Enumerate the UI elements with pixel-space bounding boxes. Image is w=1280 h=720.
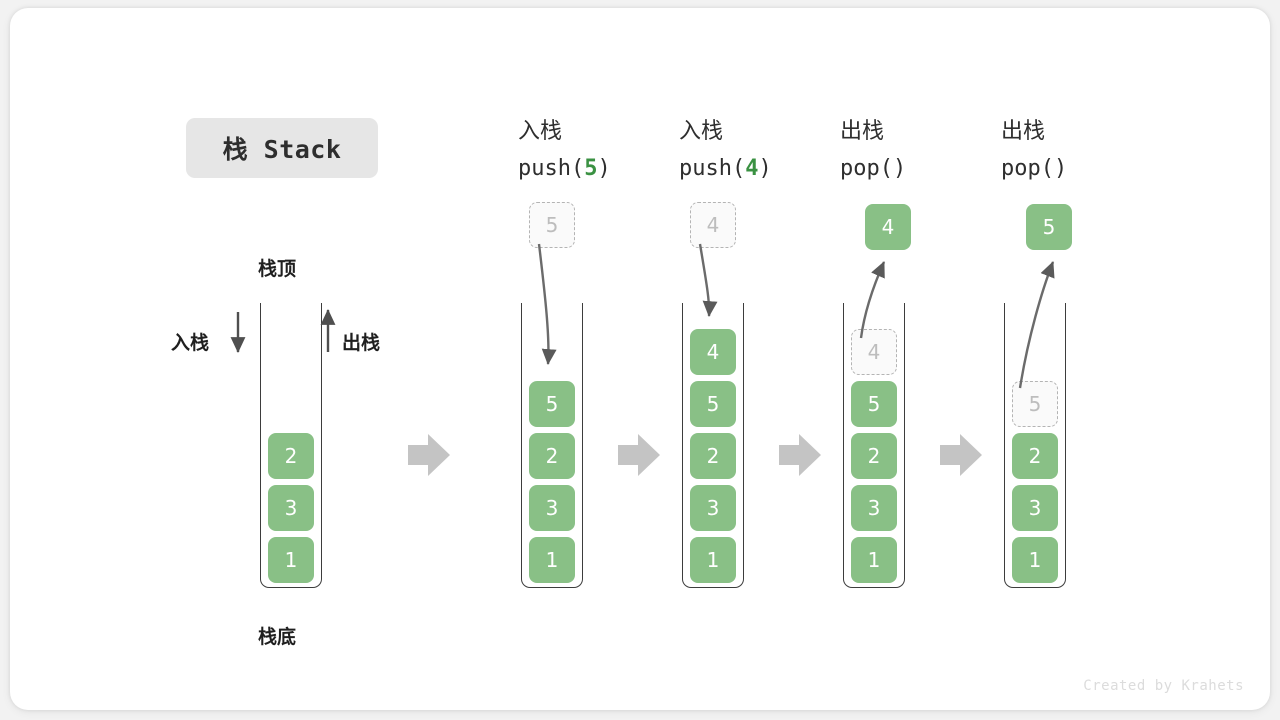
stack-cell-push-4-3: 3 — [690, 485, 736, 531]
stack-cell-push-4-5: 5 — [690, 381, 736, 427]
operation-cn-pop-2: 出栈 — [1001, 118, 1046, 143]
operation-code-pop-2: pop() — [1001, 150, 1151, 188]
code-prefix: push( — [679, 156, 746, 181]
code-prefix: push( — [518, 156, 585, 181]
stack-container-pop-2 — [1004, 303, 1066, 588]
stack-cell-pop-1-5: 5 — [851, 381, 897, 427]
code-suffix: ) — [892, 156, 907, 181]
stack-cell-pop-2-3: 3 — [1012, 485, 1058, 531]
transition-arrow-1-icon — [408, 434, 450, 476]
stack-cell-initial-3: 3 — [268, 485, 314, 531]
stack-cell-push-5-3: 3 — [529, 485, 575, 531]
stack-container-initial — [260, 303, 322, 588]
transition-arrow-3-icon — [779, 434, 821, 476]
code-arg: 4 — [745, 156, 759, 181]
operation-cn-pop-1: 出栈 — [840, 118, 885, 143]
stack-cell-push-5-2: 2 — [529, 433, 575, 479]
stack-cell-pop-2-1: 1 — [1012, 537, 1058, 583]
stack-cell-pop-1-3: 3 — [851, 485, 897, 531]
stack-cell-push-4-2: 2 — [690, 433, 736, 479]
stack-cell-pop-1-4: 4 — [851, 329, 897, 375]
floating-element-push-4: 4 — [690, 202, 736, 248]
floating-element-push-5: 5 — [529, 202, 575, 248]
stack-container-push-5 — [521, 303, 583, 588]
stack-cell-initial-1: 1 — [268, 537, 314, 583]
pop-side-label: 出栈 — [342, 333, 381, 354]
push-side-label: 入栈 — [171, 333, 210, 354]
operation-cn-push-5: 入栈 — [518, 118, 563, 143]
diagram-title-text: 栈 Stack — [222, 135, 342, 164]
operation-label-pop-2: 出栈 pop() — [1001, 112, 1151, 188]
code-suffix: ) — [758, 156, 772, 181]
operation-code-pop-1: pop() — [840, 150, 990, 188]
stack-cell-pop-1-1: 1 — [851, 537, 897, 583]
transition-arrow-2-icon — [618, 434, 660, 476]
floating-element-pop-1: 4 — [865, 204, 911, 250]
code-suffix: ) — [597, 156, 611, 181]
code-prefix: pop( — [1001, 156, 1054, 181]
code-arg: 5 — [584, 156, 598, 181]
operation-label-push-4: 入栈 push(4) — [679, 112, 829, 188]
operation-code-push-4: push(4) — [679, 150, 829, 188]
stack-bottom-label: 栈底 — [258, 627, 297, 648]
stack-container-push-4 — [682, 303, 744, 588]
operation-cn-push-4: 入栈 — [679, 118, 724, 143]
stack-top-label: 栈顶 — [258, 259, 297, 280]
operation-label-pop-1: 出栈 pop() — [840, 112, 990, 188]
footer-credit: Created by Krahets — [1083, 678, 1244, 694]
diagram-stage: 栈 Stack 栈顶 栈底 入栈 出栈 入栈 push(5) 入栈 push(4… — [10, 8, 1270, 710]
diagram-title-badge: 栈 Stack — [186, 118, 378, 178]
code-suffix: ) — [1053, 156, 1068, 181]
diagram-card: 栈 Stack 栈顶 栈底 入栈 出栈 入栈 push(5) 入栈 push(4… — [10, 8, 1270, 710]
code-prefix: pop( — [840, 156, 893, 181]
stack-cell-pop-2-5: 5 — [1012, 381, 1058, 427]
transition-arrow-4-icon — [940, 434, 982, 476]
operation-code-push-5: push(5) — [518, 150, 668, 188]
stack-cell-push-4-1: 1 — [690, 537, 736, 583]
stack-container-pop-1 — [843, 303, 905, 588]
floating-element-pop-2: 5 — [1026, 204, 1072, 250]
stack-cell-pop-1-2: 2 — [851, 433, 897, 479]
stack-cell-push-5-5: 5 — [529, 381, 575, 427]
operation-label-push-5: 入栈 push(5) — [518, 112, 668, 188]
stack-cell-initial-2: 2 — [268, 433, 314, 479]
stack-cell-push-4-4: 4 — [690, 329, 736, 375]
stack-cell-pop-2-2: 2 — [1012, 433, 1058, 479]
stack-cell-push-5-1: 1 — [529, 537, 575, 583]
